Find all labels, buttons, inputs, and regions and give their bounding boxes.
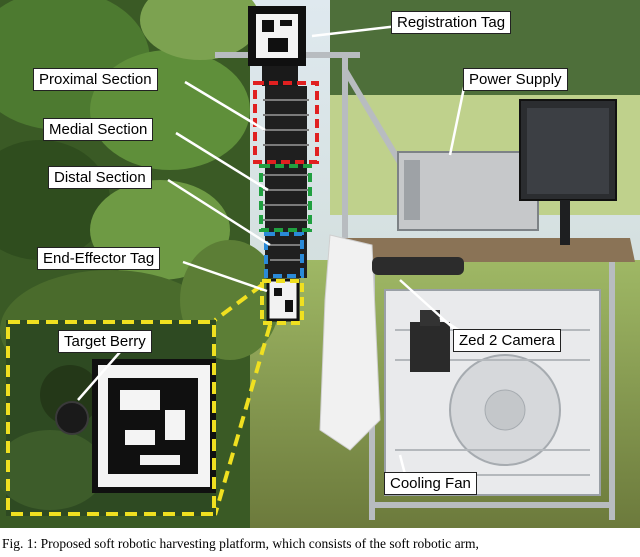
label-zed2-camera: Zed 2 Camera [453,329,561,352]
cooling-fan-body [384,289,601,496]
label-proximal-section: Proximal Section [33,68,158,91]
zoom-guide-top [213,283,264,322]
label-power-supply: Power Supply [463,68,568,91]
registration-tag-marker [248,6,306,66]
monitor [519,99,617,245]
target-berry-fruit [55,401,89,435]
end-effector-box [260,279,304,325]
zed2-camera-device [372,257,464,372]
label-cooling-fan: Cooling Fan [384,472,477,495]
label-distal-section: Distal Section [48,166,152,189]
label-medial-section: Medial Section [43,118,154,141]
proximal-section-box [253,81,319,164]
white-cloth [319,234,381,451]
inset-border [6,320,216,516]
label-target-berry: Target Berry [58,330,152,353]
figure-caption: Fig. 1: Proposed soft robotic harvesting… [2,536,479,551]
zoom-guide-bottom [213,324,272,516]
label-end-effector-tag: End-Effector Tag [37,247,161,270]
power-supply-unit [397,151,539,231]
label-registration-tag: Registration Tag [391,11,512,34]
zoom-inset [0,320,216,516]
distal-section-box [264,232,304,278]
photo-scene: Registration Tag Proximal Section Power … [0,0,640,528]
